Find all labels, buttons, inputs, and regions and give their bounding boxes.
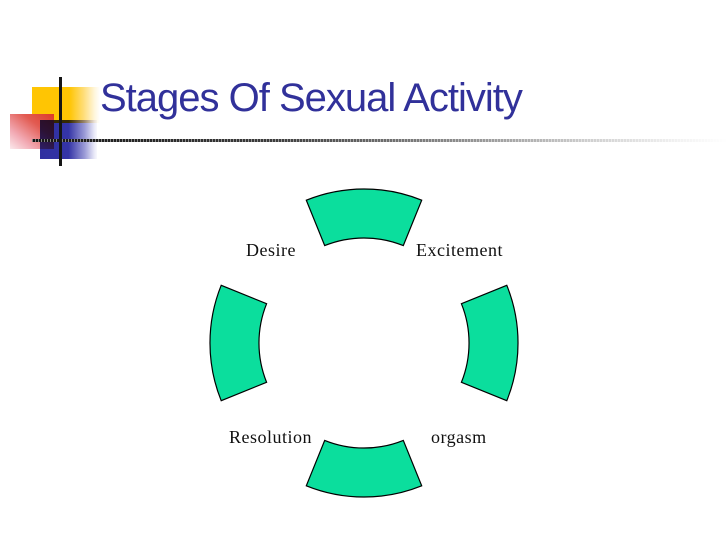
title-underline — [32, 139, 728, 142]
stage-label-desire: Desire — [246, 240, 296, 260]
decoration-vertical-line — [59, 77, 62, 166]
arc-segment-left — [209, 284, 268, 402]
stage-label-orgasm: orgasm — [431, 427, 487, 447]
stage-label-excitement: Excitement — [416, 240, 503, 260]
slide-title: Stages Of Sexual Activity — [100, 76, 523, 120]
arc-segment-top — [305, 188, 423, 247]
arc-segment-bottom — [305, 439, 423, 498]
stage-label-resolution: Resolution — [229, 427, 313, 447]
arc-segment-right — [460, 284, 519, 402]
